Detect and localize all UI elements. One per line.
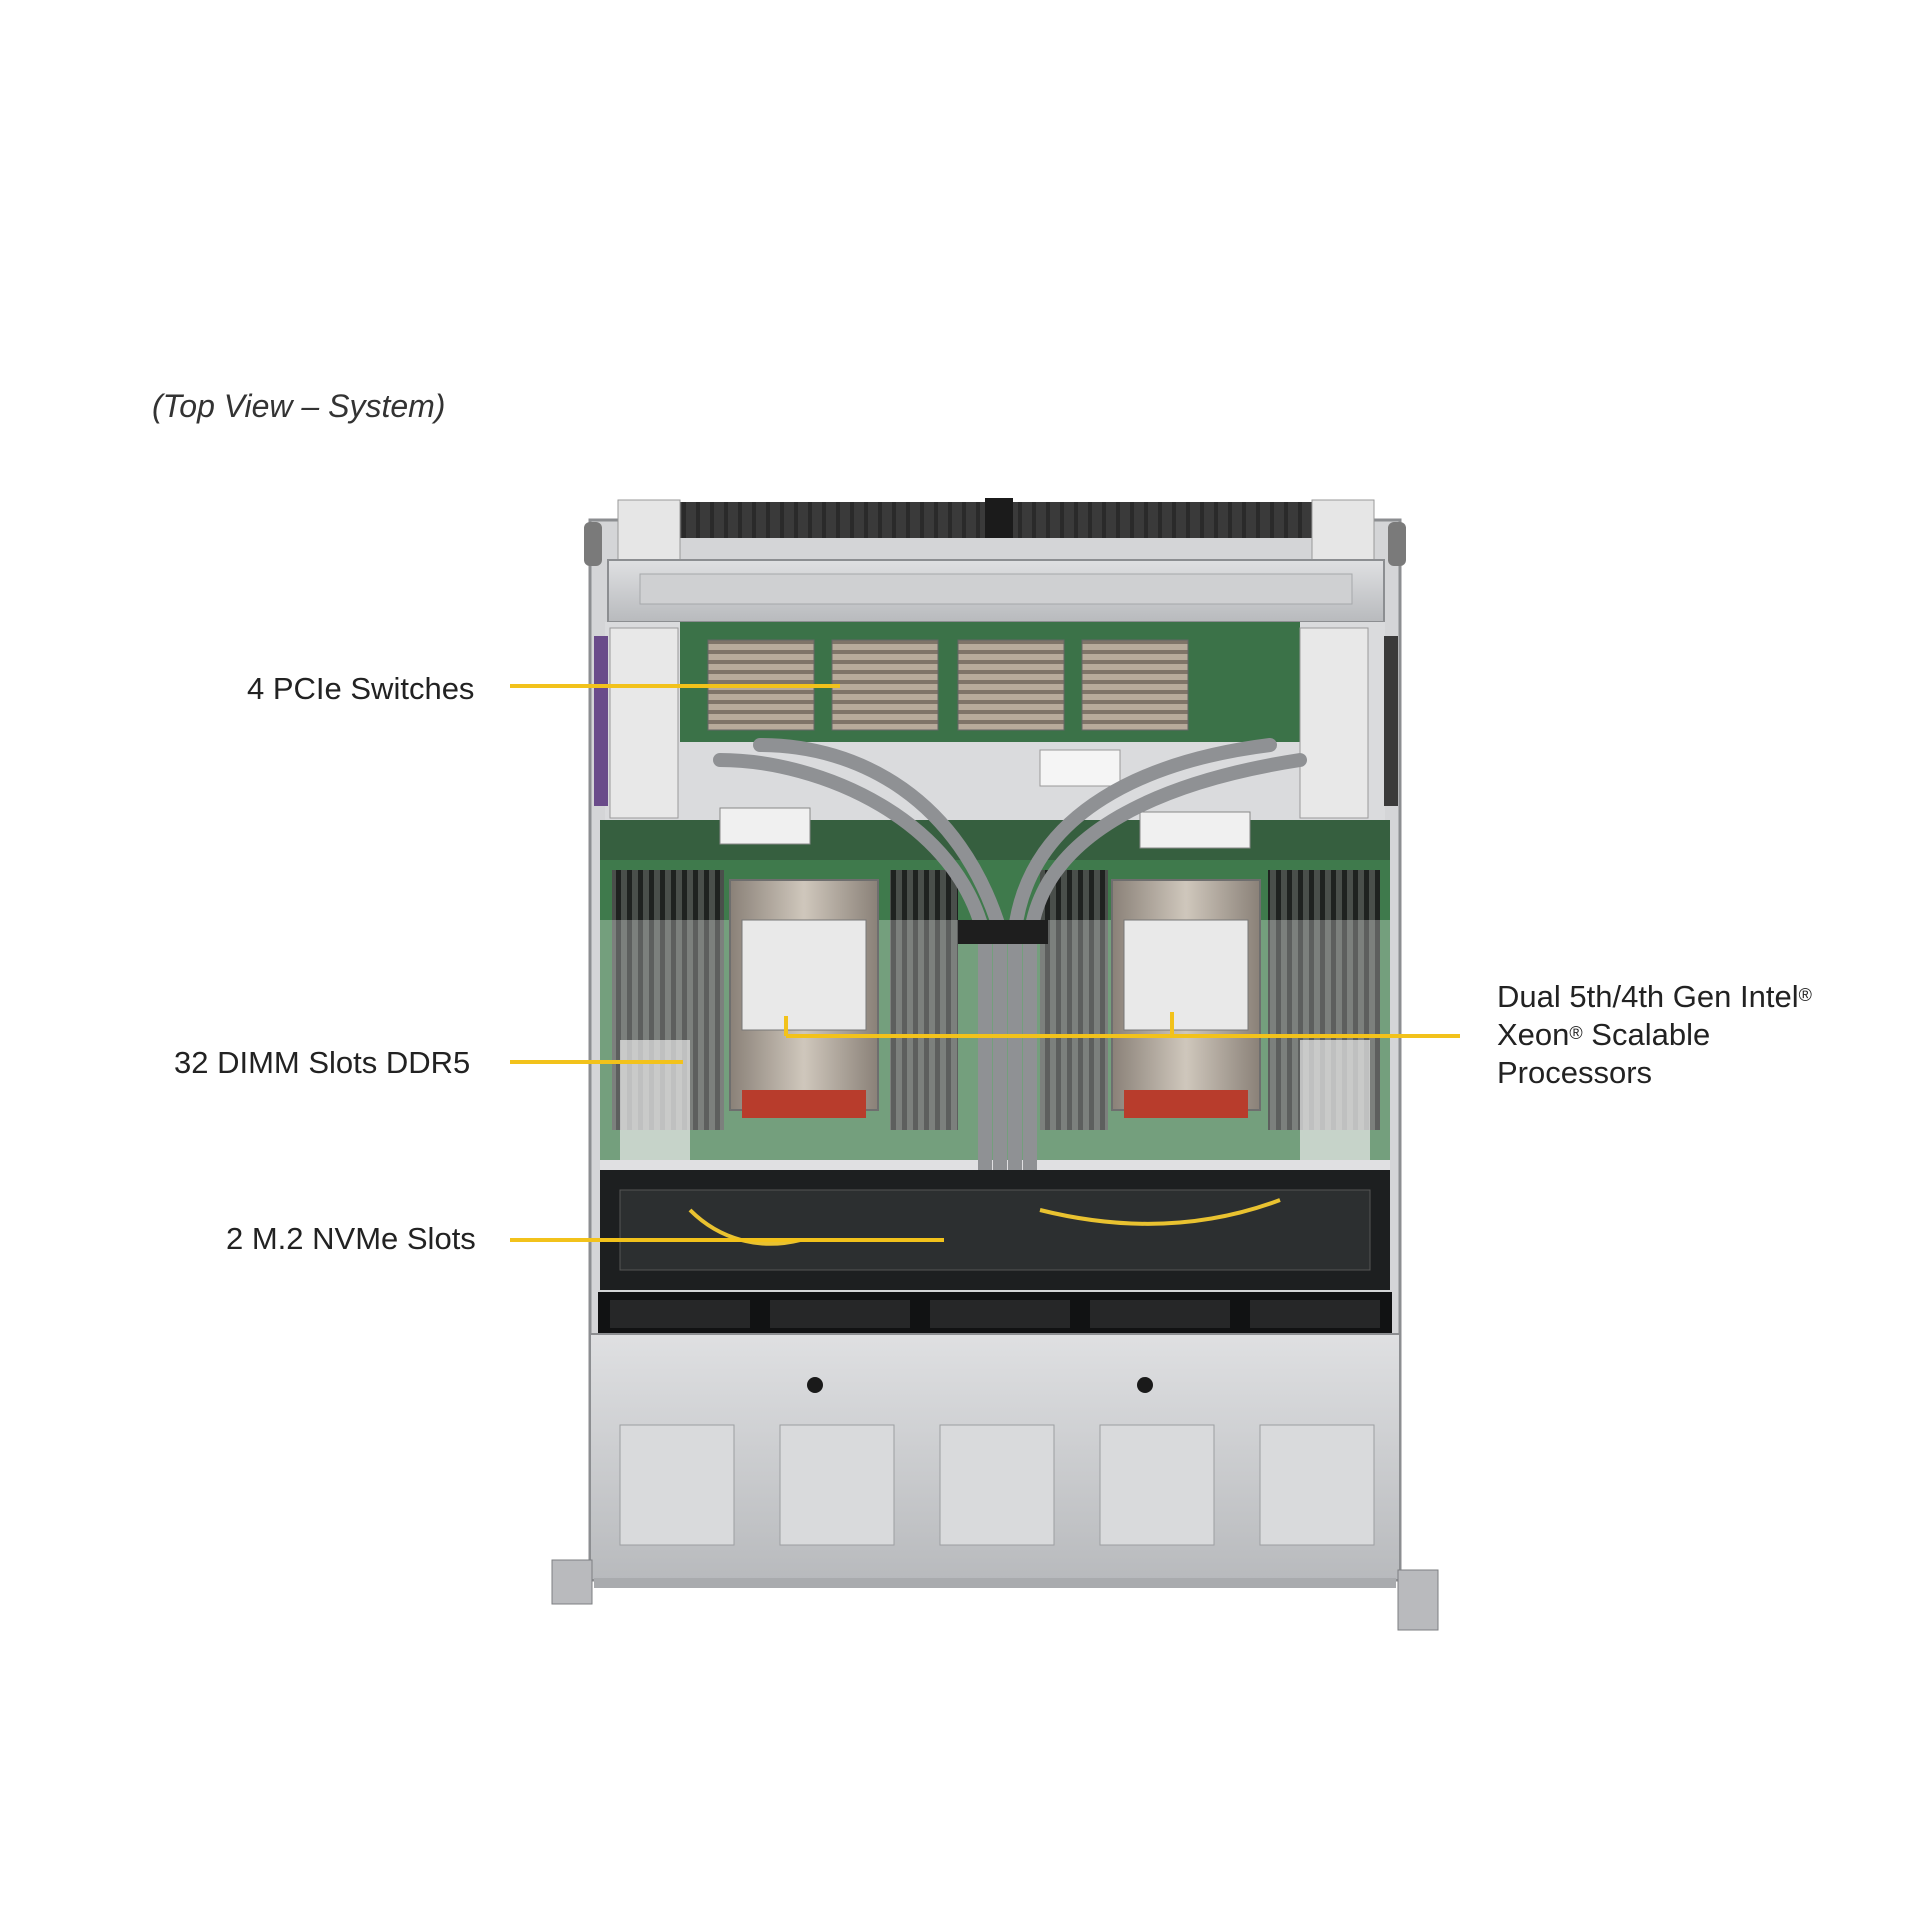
callout-processors-line2: Xeon® Scalable [1497,1017,1711,1052]
fan-row [598,1292,1392,1334]
callout-processors: Dual 5th/4th Gen Intel® Xeon® Scalable P… [1497,978,1877,1092]
callout-lines [510,684,1460,1242]
pcie-switch-heatsink [831,639,939,731]
callout-processors-line3: Processors [1497,1055,1653,1090]
cpu-heatsink-left [729,879,879,1118]
pcie-switch-board [594,622,1398,822]
dimm-bank-right-inner [1040,870,1108,1130]
front-drive-bay [551,1333,1439,1631]
callout-pcie-switches: 4 PCIe Switches [247,671,475,706]
cpu-heatsink-right [1111,879,1261,1118]
view-caption: (Top View – System) [152,388,446,424]
callout-m2-nvme-slots: 2 M.2 NVMe Slots [226,1221,476,1256]
pcie-switch-heatsink [957,639,1065,731]
callout-dimm-slots: 32 DIMM Slots DDR5 [174,1045,471,1080]
m2-nvme-area [600,1170,1390,1290]
cable-bundle [713,738,1307,1207]
callout-processors-line1: Dual 5th/4th Gen Intel® [1497,979,1812,1014]
dimm-bank-left-inner [890,870,958,1130]
pcie-switch-heatsink [1081,639,1189,731]
